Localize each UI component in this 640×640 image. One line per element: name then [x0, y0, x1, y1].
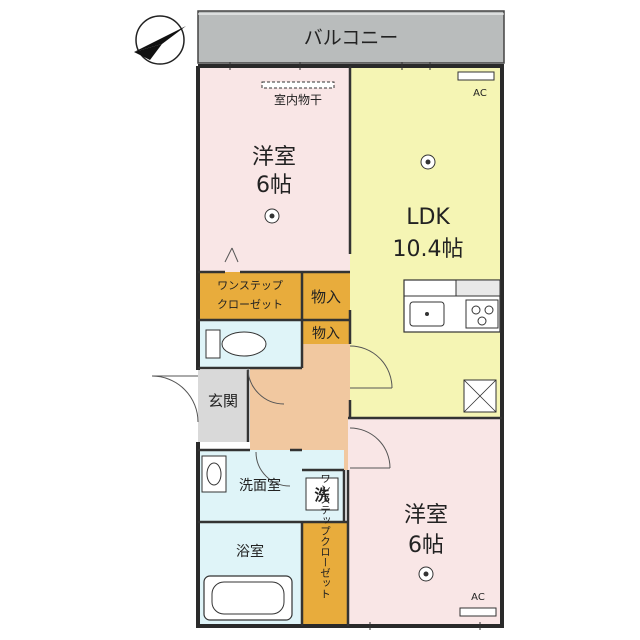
washer-label: 洗 [314, 486, 329, 504]
walkin-closet-side [302, 522, 348, 626]
ldk-room [350, 66, 502, 418]
doors [151, 247, 393, 487]
walkin-side-label: ワンステップクローゼット [319, 473, 331, 599]
toilet-icon [205, 329, 267, 359]
bathtub-icon [203, 575, 293, 621]
storage-2-label: 物入 [312, 326, 340, 342]
western-room-south [348, 418, 502, 626]
kitchen-counter [403, 279, 501, 333]
entrance-area [198, 370, 248, 442]
windows [229, 62, 481, 630]
compass-north-arrow-icon [134, 15, 186, 65]
walkin-top-line1: ワンステップ [217, 279, 283, 292]
walkin-top-line2: クローゼット [217, 298, 283, 311]
stove-icon [465, 299, 499, 329]
washing-machine-space: 洗 [305, 477, 339, 511]
western-north-size: 6帖 [256, 173, 292, 198]
storage-2 [302, 320, 350, 344]
washroom-label: 洗面室 [239, 477, 281, 494]
vent-fan-icon [463, 379, 497, 413]
ac-unit-south: AC [459, 592, 497, 617]
exterior-wall [196, 64, 504, 628]
western-room-north [198, 66, 350, 272]
storage-1 [302, 272, 350, 320]
light-fixture-icon [418, 566, 434, 582]
drying-rack-label: 室内物干 [274, 92, 322, 107]
walkin-closet-top [198, 272, 302, 320]
ldk-name: LDK [406, 205, 450, 230]
balcony-label: バルコニー [304, 27, 399, 49]
storage-1-label: 物入 [311, 288, 341, 306]
sink-icon [201, 455, 227, 493]
entrance-label: 玄関 [208, 392, 238, 410]
ldk-size: 10.4帖 [393, 237, 464, 262]
hallway [250, 344, 350, 470]
indoor-drying-rack: 室内物干 [261, 81, 335, 107]
interior-walls [198, 66, 502, 626]
balcony-area: バルコニー [197, 10, 505, 64]
ac-unit-ldk: AC [457, 71, 495, 99]
ac-label-ldk: AC [473, 88, 487, 99]
bathroom-label: 浴室 [236, 543, 264, 560]
light-fixture-icon [420, 154, 436, 170]
western-south-size: 6帖 [408, 533, 444, 558]
sink-icon [409, 301, 445, 327]
western-south-name: 洋室 [404, 503, 448, 528]
western-north-name: 洋室 [252, 145, 296, 170]
light-fixture-icon [264, 208, 280, 224]
ac-label-south: AC [471, 592, 485, 603]
